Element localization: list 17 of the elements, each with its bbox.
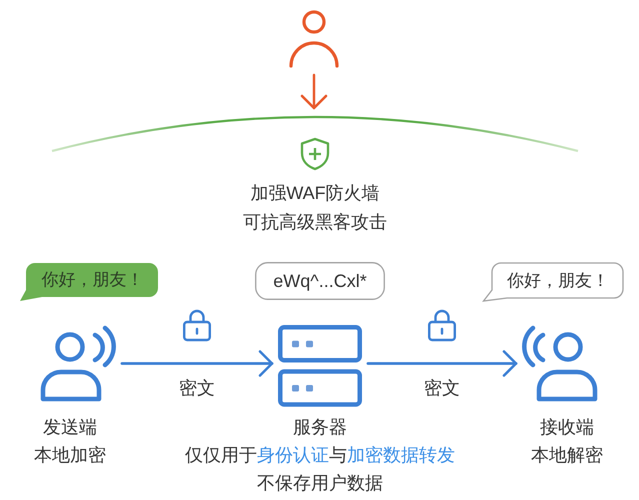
node-caption: 仅仅用于身份认证与加密数据转发 — [185, 444, 455, 467]
speech-bubble: eWq^...Cxl* — [255, 262, 385, 300]
speech-bubble: 你好，朋友！ — [18, 262, 159, 302]
node-caption: 本地加密 — [34, 444, 106, 467]
firewall-label: 加强WAF防火墙 — [250, 182, 380, 205]
arrow — [300, 74, 328, 110]
node-caption: 不保存用户数据 — [257, 472, 383, 495]
person-icon — [288, 8, 340, 69]
firewall-label: 可抗高级黑客攻击 — [243, 211, 387, 234]
node-caption: 接收端 — [540, 416, 594, 439]
speech-bubble: 你好，朋友！ — [482, 262, 624, 302]
arrow — [366, 350, 518, 377]
node-caption: 本地解密 — [531, 444, 603, 467]
node-caption: 发送端 — [43, 416, 97, 439]
node-caption: 服务器 — [293, 416, 347, 439]
server-icon — [278, 325, 362, 407]
arrow — [120, 350, 274, 377]
